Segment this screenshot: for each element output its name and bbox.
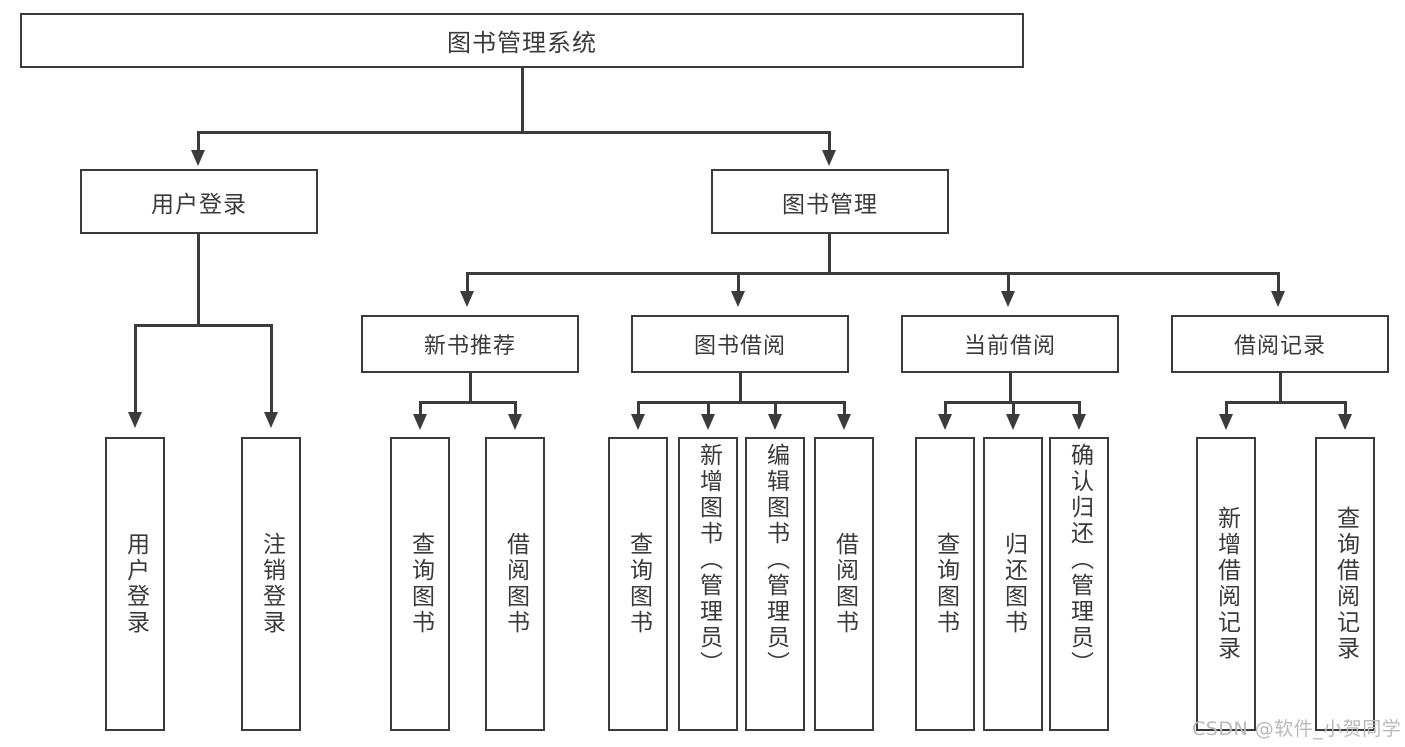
leaf-add-book-admin[interactable]: 新增图书（管理员） — [678, 437, 738, 731]
leaf-logout[interactable]: 注销登录 — [241, 437, 301, 731]
arrow-leaf-confirm-return — [1072, 414, 1086, 430]
arrow-leaf-user-login — [128, 412, 142, 428]
node-current-borrow[interactable]: 当前借阅 — [901, 315, 1119, 373]
arrow-to-new-book — [460, 291, 474, 307]
arrow-leaf-query-record — [1338, 414, 1352, 430]
arrow-leaf-query-book-2 — [631, 414, 645, 430]
connector-to-book-mgmt — [828, 131, 831, 154]
connector-current-borrow-bus — [944, 401, 1078, 404]
connector-book-borrow-drop-2 — [707, 401, 710, 416]
connector-current-borrow-stem — [1009, 373, 1012, 403]
leaf-query-book-new[interactable]: 查询图书 — [390, 437, 450, 731]
connector-to-user-login — [197, 131, 200, 154]
node-borrow-record[interactable]: 借阅记录 — [1171, 315, 1389, 373]
arrow-leaf-edit-book — [768, 414, 782, 430]
node-label: 借阅图书 — [831, 532, 858, 636]
node-label: 借阅记录 — [1233, 334, 1326, 359]
arrow-to-borrow-record — [1271, 291, 1285, 307]
node-label: 图书管理 — [782, 191, 878, 218]
node-label: 新增图书（管理员） — [695, 443, 722, 677]
node-label: 图书借阅 — [693, 334, 786, 359]
connector-borrow-record-drop-1 — [1225, 401, 1228, 416]
leaf-user-login[interactable]: 用户登录 — [105, 437, 165, 731]
node-label: 借阅图书 — [502, 532, 529, 636]
connector-current-borrow-drop-1 — [944, 401, 947, 416]
node-label: 编辑图书（管理员） — [762, 443, 789, 677]
connector-book-mgmt-drop-2 — [737, 272, 740, 294]
connector-current-borrow-drop-2 — [1012, 401, 1015, 416]
connector-user-login-bus — [134, 324, 271, 327]
node-label: 查询图书 — [932, 532, 959, 636]
leaf-confirm-return-admin[interactable]: 确认归还（管理员） — [1049, 437, 1109, 731]
node-label: 用户登录 — [122, 532, 149, 636]
leaf-query-book-current[interactable]: 查询图书 — [915, 437, 975, 731]
node-label: 用户登录 — [151, 191, 247, 218]
connector-book-mgmt-stem — [828, 234, 831, 274]
leaf-borrow-book[interactable]: 借阅图书 — [814, 437, 874, 731]
connector-book-mgmt-bus — [466, 272, 1279, 275]
node-book-borrow[interactable]: 图书借阅 — [631, 315, 849, 373]
leaf-query-book-borrow[interactable]: 查询图书 — [608, 437, 668, 731]
connector-book-borrow-drop-4 — [843, 401, 846, 416]
node-label: 新书推荐 — [423, 334, 516, 359]
connector-user-login-drop-2 — [270, 324, 273, 414]
connector-new-book-drop-2 — [514, 401, 517, 416]
watermark-text: CSDN @软件_小贺同学 — [1192, 718, 1402, 740]
arrow-leaf-query-book-3 — [938, 414, 952, 430]
connector-user-login-drop-1 — [134, 324, 137, 414]
arrow-to-user-login — [191, 150, 205, 166]
connector-book-mgmt-drop-1 — [466, 272, 469, 294]
leaf-borrow-book-new[interactable]: 借阅图书 — [485, 437, 545, 731]
node-label: 当前借阅 — [963, 334, 1056, 359]
node-label: 归还图书 — [1000, 532, 1027, 636]
connector-user-login-stem — [197, 234, 200, 326]
node-label: 确认归还（管理员） — [1066, 443, 1093, 677]
connector-borrow-record-stem — [1279, 373, 1282, 403]
arrow-leaf-query-book-1 — [413, 414, 427, 430]
node-root-system[interactable]: 图书管理系统 — [20, 13, 1024, 68]
node-label: 注销登录 — [258, 532, 285, 636]
leaf-return-book[interactable]: 归还图书 — [983, 437, 1043, 731]
arrow-leaf-borrow-book-2 — [837, 414, 851, 430]
arrow-leaf-add-record — [1219, 414, 1233, 430]
arrow-to-book-borrow — [731, 291, 745, 307]
leaf-edit-book-admin[interactable]: 编辑图书（管理员） — [745, 437, 805, 731]
connector-book-borrow-bus — [637, 401, 845, 404]
node-label: 查询图书 — [407, 532, 434, 636]
node-label: 查询图书 — [625, 532, 652, 636]
connector-book-mgmt-drop-4 — [1277, 272, 1280, 294]
connector-new-book-stem — [469, 373, 472, 403]
connector-new-book-drop-1 — [419, 401, 422, 416]
node-label: 查询借阅记录 — [1332, 506, 1359, 662]
connector-root-bus — [197, 131, 830, 134]
node-user-login[interactable]: 用户登录 — [80, 169, 318, 234]
node-label: 新增借阅记录 — [1213, 506, 1240, 662]
connector-book-borrow-drop-1 — [637, 401, 640, 416]
leaf-add-borrow-record[interactable]: 新增借阅记录 — [1196, 437, 1256, 731]
arrow-leaf-logout — [264, 412, 278, 428]
node-new-book-recommend[interactable]: 新书推荐 — [361, 315, 579, 373]
connector-borrow-record-bus — [1225, 401, 1345, 404]
arrow-leaf-borrow-book-1 — [508, 414, 522, 430]
connector-current-borrow-drop-3 — [1078, 401, 1081, 416]
arrow-leaf-return-book — [1006, 414, 1020, 430]
arrow-to-book-mgmt — [822, 150, 836, 166]
arrow-leaf-add-book — [701, 414, 715, 430]
connector-root-stem — [521, 68, 524, 133]
connector-borrow-record-drop-2 — [1344, 401, 1347, 416]
connector-book-borrow-drop-3 — [774, 401, 777, 416]
leaf-query-borrow-record[interactable]: 查询借阅记录 — [1315, 437, 1375, 731]
arrow-to-current-borrow — [1001, 291, 1015, 307]
node-label: 图书管理系统 — [447, 29, 597, 57]
connector-book-mgmt-drop-3 — [1007, 272, 1010, 294]
connector-book-borrow-stem — [739, 373, 742, 403]
node-book-management[interactable]: 图书管理 — [711, 169, 949, 234]
connector-new-book-bus — [419, 401, 517, 404]
